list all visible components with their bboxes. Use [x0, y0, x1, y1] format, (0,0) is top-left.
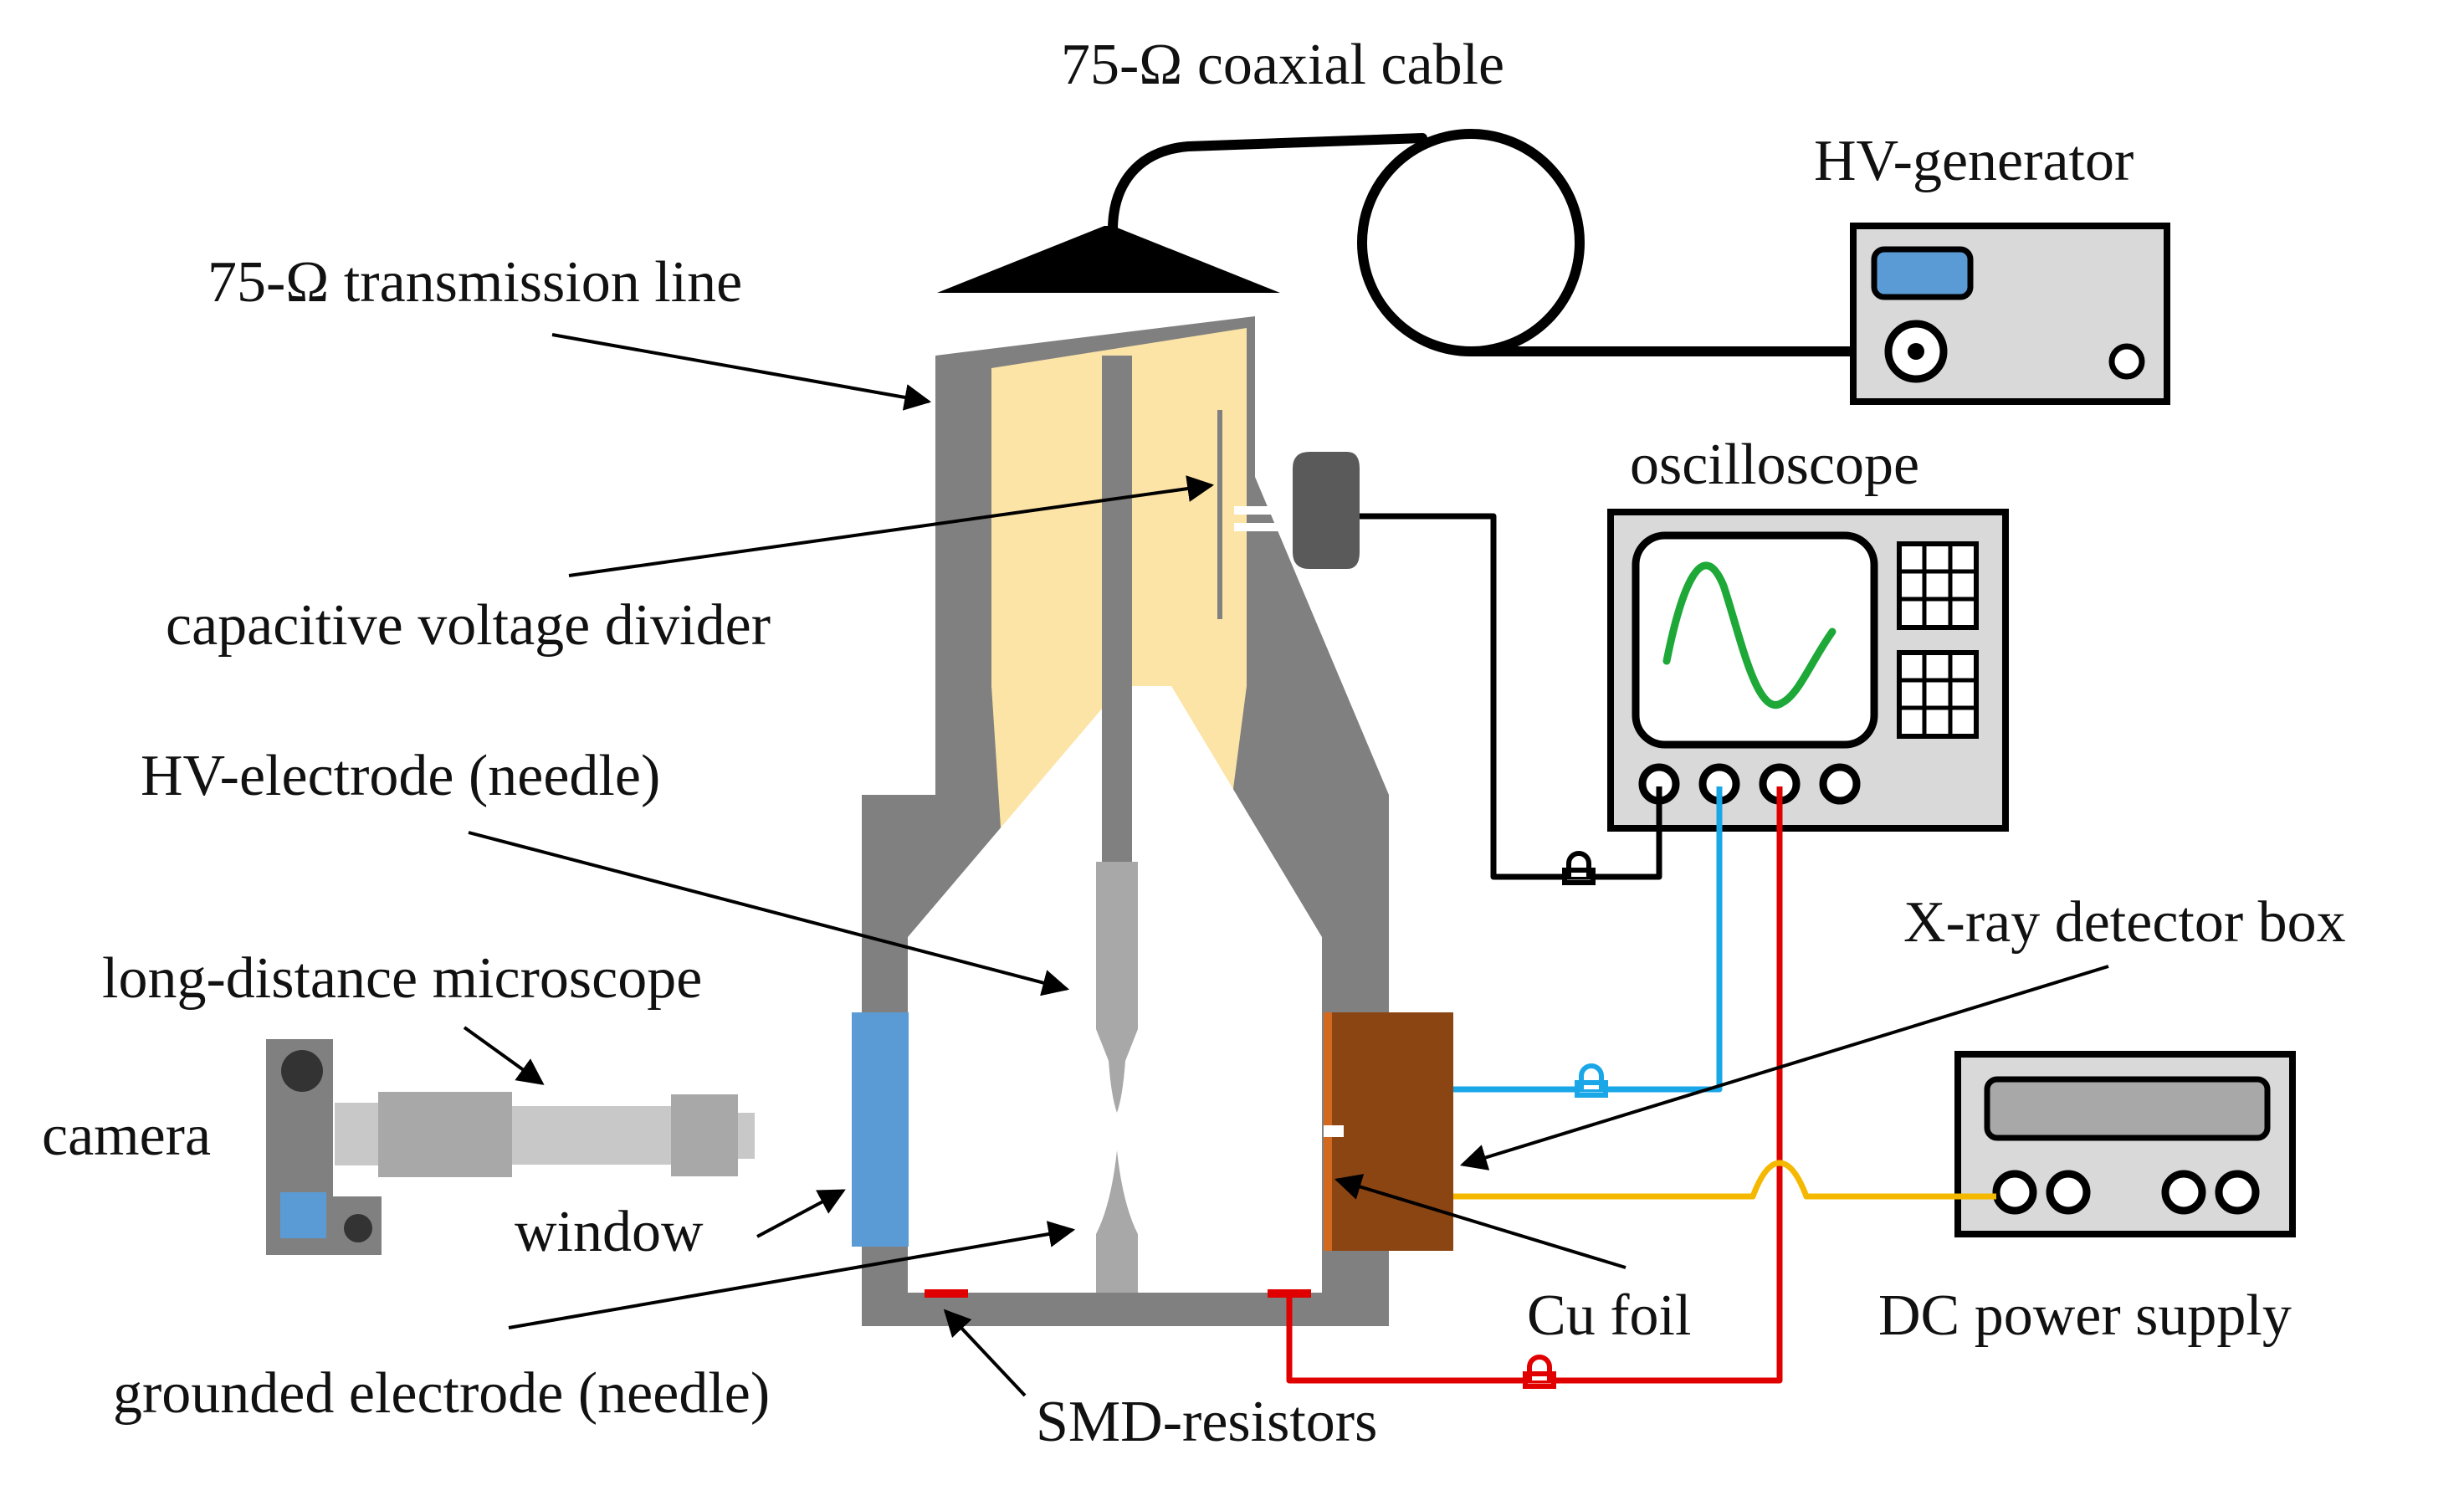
smd-resistors-label: SMD-resistors: [1036, 1390, 1377, 1454]
ferrite-bead: [1523, 1355, 1556, 1389]
xray-detector-box: [1324, 1012, 1453, 1251]
transmission-line-label: 75-Ω transmission line: [207, 250, 742, 315]
hv-generator-device: [1850, 223, 2170, 405]
scope-trace: [1662, 561, 1836, 709]
coax-cable-label: 75-Ω coaxial cable: [1061, 33, 1504, 97]
window-label: window: [515, 1200, 704, 1264]
cable-cone: [937, 226, 1280, 293]
hv-electrode-needle: [1096, 862, 1138, 1113]
inner-conductor: [1102, 356, 1132, 883]
label-arrows: [463, 333, 2109, 1397]
microscope-label: long-distance microscope: [102, 946, 702, 1011]
oscilloscope-device: [1607, 509, 2009, 832]
coaxial-cable: [1108, 129, 1921, 356]
dc-supply-label: DC power supply: [1878, 1283, 2292, 1348]
camera-device: [266, 1039, 382, 1255]
capacitive-divider-label: capacitive voltage divider: [166, 593, 771, 658]
dc-power-supply-device: [1954, 1051, 2296, 1237]
scope-input-connectors: [1638, 763, 1861, 805]
cu-foil-label: Cu foil: [1527, 1283, 1691, 1348]
long-distance-microscope: [335, 1092, 755, 1177]
yellow-wire: [1453, 1160, 1996, 1200]
ferrite-bead: [1575, 1063, 1608, 1098]
camera-label: camera: [42, 1104, 211, 1168]
smd-resistor: [925, 1289, 968, 1298]
capacitive-divider: [1217, 410, 1360, 619]
transmission-line-and-chamber: [862, 316, 1389, 1326]
hv-generator-label: HV-generator: [1814, 129, 2134, 193]
divider-signal-wire: [1360, 513, 1662, 880]
divider-connector: [1293, 452, 1360, 569]
blue-wire: [1453, 786, 1723, 1093]
window: [852, 1012, 909, 1247]
ferrite-bead: [1562, 851, 1596, 885]
scope-keypad: [1897, 541, 1979, 739]
grounded-electrode-needle: [1096, 1150, 1138, 1293]
hv-electrode-label: HV-electrode (needle): [141, 744, 660, 808]
grounded-electrode-label: grounded electrode (needle): [113, 1361, 770, 1426]
xray-box-label: X-ray detector box: [1903, 890, 2346, 955]
oscilloscope-label: oscilloscope: [1630, 433, 1919, 497]
